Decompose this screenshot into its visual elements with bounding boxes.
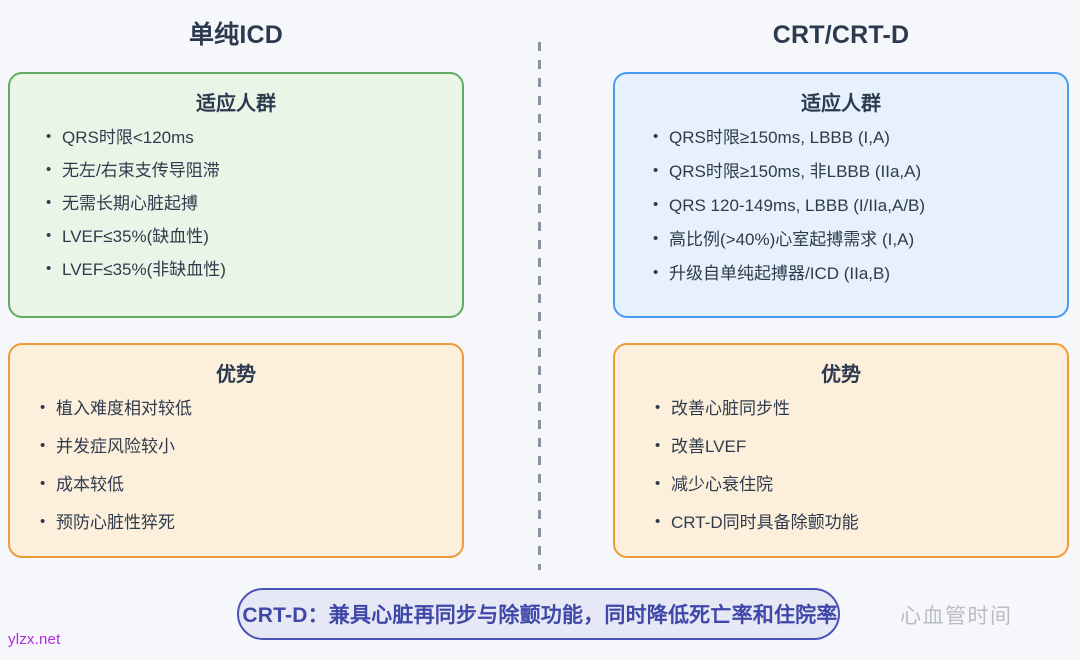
bullet-list-icd-indications: QRS时限<120ms 无左/右束支传导阻滞 无需长期心脏起搏 LVEF≤35%…	[28, 127, 444, 280]
panel-icd-advantages: 优势 植入难度相对较低 并发症风险较小 成本较低 预防心脏性猝死	[8, 343, 464, 558]
panel-heading-icd-indications: 适应人群	[196, 93, 276, 115]
panel-crt-advantages: 优势 改善心脏同步性 改善LVEF 减少心衰住院 CRT-D同时具备除颤功能	[613, 343, 1069, 558]
list-item: 无需长期心脏起搏	[46, 193, 444, 214]
column-title-crt: CRT/CRT-D	[772, 21, 910, 49]
list-item: CRT-D同时具备除颤功能	[655, 512, 1049, 533]
summary-banner-box	[237, 588, 840, 640]
panel-icd-indications: 适应人群 QRS时限<120ms 无左/右束支传导阻滞 无需长期心脏起搏 LVE…	[8, 72, 464, 318]
list-item: 减少心衰住院	[655, 474, 1049, 495]
url-watermark: ylzx.net	[8, 631, 61, 648]
list-item: 成本较低	[40, 474, 444, 495]
panel-heading-crt-indications: 适应人群	[801, 93, 881, 115]
bullet-list-crt-advantages: 改善心脏同步性 改善LVEF 减少心衰住院 CRT-D同时具备除颤功能	[633, 398, 1049, 533]
list-item: 高比例(>40%)心室起搏需求 (I,A)	[653, 229, 1049, 250]
column-title-icd: 单纯ICD	[188, 21, 284, 49]
panel-crt-indications: 适应人群 QRS时限≥150ms, LBBB (I,A) QRS时限≥150ms…	[613, 72, 1069, 318]
list-item: 无左/右束支传导阻滞	[46, 160, 444, 181]
summary-banner-text: CRT-D：兼具心脏再同步与除颤功能，同时降低死亡率和住院率	[242, 604, 838, 627]
panel-heading-icd-advantages: 优势	[216, 364, 256, 386]
list-item: QRS时限≥150ms, LBBB (I,A)	[653, 127, 1049, 148]
list-item: LVEF≤35%(非缺血性)	[46, 259, 444, 280]
list-item: 改善LVEF	[655, 436, 1049, 457]
list-item: 植入难度相对较低	[40, 398, 444, 419]
list-item: QRS时限≥150ms, 非LBBB (IIa,A)	[653, 161, 1049, 182]
brand-watermark: 心血管时间	[900, 605, 1013, 628]
list-item: 升级自单纯起搏器/ICD (IIa,B)	[653, 263, 1049, 284]
list-item: 并发症风险较小	[40, 436, 444, 457]
list-item: QRS时限<120ms	[46, 127, 444, 148]
list-item: QRS 120-149ms, LBBB (I/IIa,A/B)	[653, 195, 1049, 216]
vertical-dashed-divider	[538, 42, 541, 570]
bullet-list-icd-advantages: 植入难度相对较低 并发症风险较小 成本较低 预防心脏性猝死	[28, 398, 444, 533]
panel-heading-crt-advantages: 优势	[821, 364, 861, 386]
list-item: LVEF≤35%(缺血性)	[46, 226, 444, 247]
list-item: 改善心脏同步性	[655, 398, 1049, 419]
bullet-list-crt-indications: QRS时限≥150ms, LBBB (I,A) QRS时限≥150ms, 非LB…	[633, 127, 1049, 284]
list-item: 预防心脏性猝死	[40, 512, 444, 533]
